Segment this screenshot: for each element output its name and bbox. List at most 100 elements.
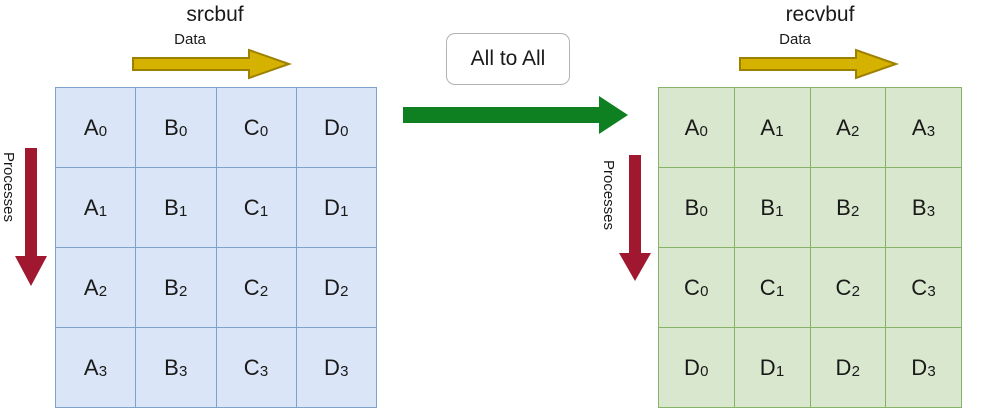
cell-index: 3: [340, 363, 349, 380]
cell-letter: B: [164, 354, 180, 380]
processes-label-right: Processes: [600, 160, 617, 231]
cell-letter: D: [324, 114, 341, 140]
cell-index: 0: [700, 283, 709, 300]
cell-index: 1: [775, 203, 784, 220]
cell-index: 2: [851, 363, 861, 380]
cell-letter: A: [684, 114, 700, 140]
cell-letter: A: [83, 194, 99, 220]
recvbuf-data-label: Data: [779, 31, 811, 48]
cell-index: 1: [775, 123, 784, 140]
cell-index: 0: [179, 123, 188, 140]
cell-index: 0: [340, 123, 349, 140]
all-to-all-label: All to All: [470, 47, 546, 70]
cell-index: 2: [259, 283, 269, 300]
data-arrow-right-icon: [739, 48, 900, 80]
cell-letter: B: [760, 194, 776, 220]
cell-letter: B: [164, 274, 180, 300]
recvbuf-title: recvbuf: [785, 3, 855, 26]
cell-index: 0: [700, 363, 709, 380]
cell-index: 1: [340, 203, 349, 220]
cell-letter: D: [324, 354, 341, 380]
cell-index: 3: [98, 363, 108, 380]
cell-index: 0: [98, 123, 108, 140]
processes-arrow-right-icon: [619, 155, 651, 281]
cell-index: 1: [775, 283, 785, 300]
all-to-all-box: All to All: [446, 33, 570, 85]
cell-index: 2: [851, 283, 861, 300]
processes-arrow-left-icon: [15, 148, 47, 286]
cell-letter: D: [684, 354, 701, 380]
cell-letter: B: [164, 114, 180, 140]
cell-letter: D: [911, 354, 928, 380]
cell-index: 3: [926, 123, 936, 140]
cell-letter: A: [836, 114, 852, 140]
cell-letter: C: [835, 274, 852, 300]
cell-index: 2: [851, 203, 860, 220]
cell-letter: A: [83, 354, 99, 380]
cell-letter: D: [759, 354, 776, 380]
cell-index: 0: [699, 123, 709, 140]
cell-letter: D: [835, 354, 852, 380]
cell-letter: A: [83, 274, 99, 300]
cell-index: 2: [98, 283, 108, 300]
cell-index: 1: [98, 203, 108, 220]
cell-letter: C: [684, 274, 701, 300]
srcbuf-data-label: Data: [174, 31, 206, 48]
cell-letter: C: [243, 354, 260, 380]
cell-index: 0: [259, 123, 269, 140]
cell-letter: B: [911, 194, 927, 220]
cell-index: 0: [699, 203, 709, 220]
cell-index: 1: [259, 203, 269, 220]
cell-letter: D: [324, 194, 341, 220]
cell-index: 3: [927, 363, 936, 380]
cell-letter: C: [759, 274, 776, 300]
cell-letter: C: [911, 274, 928, 300]
srcbuf-title: srcbuf: [186, 3, 244, 26]
cell-index: 3: [927, 283, 936, 300]
cell-letter: A: [911, 114, 927, 140]
all-to-all-arrow-icon: [403, 96, 628, 134]
cell-letter: A: [83, 114, 99, 140]
cell-letter: A: [760, 114, 776, 140]
cell-index: 2: [851, 123, 860, 140]
cell-index: 2: [340, 283, 349, 300]
cell-index: 1: [775, 363, 785, 380]
cell-letter: B: [684, 194, 700, 220]
cell-letter: C: [243, 114, 260, 140]
cell-index: 3: [259, 363, 269, 380]
cell-letter: C: [243, 274, 260, 300]
